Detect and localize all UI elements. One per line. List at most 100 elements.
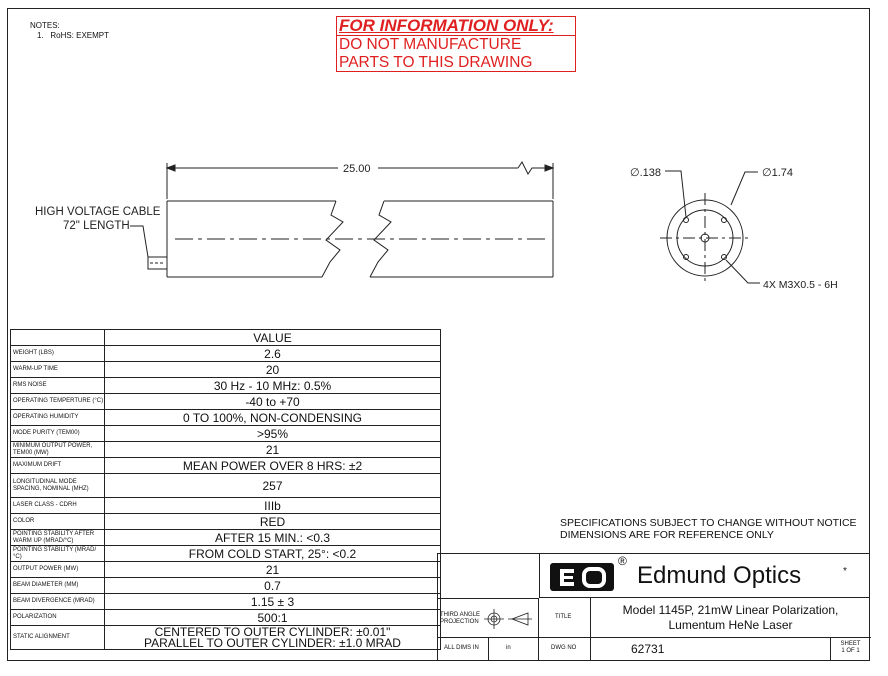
spec-row: POINTING STABILITY AFTER WARM UP (mrad/°… [10, 529, 441, 546]
warning-title: FOR INFORMATION ONLY: [339, 16, 554, 35]
spec-key: POLARIZATION [10, 609, 105, 626]
note-item: 1. RoHS: EXEMPT [30, 31, 109, 41]
spec-key: MAXIMUM DRIFT [10, 457, 105, 474]
spec-key: MODE PURITY (TEM00) [10, 425, 105, 442]
note-text: RoHS: EXEMPT [50, 31, 110, 40]
notes-heading: NOTES: [30, 21, 60, 30]
spec-value: CENTERED TO OUTER CYLINDER: ±0.01" PARAL… [104, 624, 441, 650]
spec-value: RED [104, 513, 441, 530]
registered-mark: ® [618, 554, 627, 568]
spec-value: 257 [104, 473, 441, 498]
spec-key: WARM-UP TIME [10, 361, 105, 378]
spec-key: LASER CLASS - CDRH [10, 497, 105, 514]
side-view [130, 161, 555, 278]
title-label: TITLE [555, 614, 572, 620]
spec-row: OUTPUT POWER (mW)21 [10, 561, 441, 578]
spec-row: MINIMUM OUTPUT POWER, TEM00 (mW)21 [10, 441, 441, 458]
spec-key: BEAM DIAMETER (mm) [10, 577, 105, 594]
projection-label-1: THIRD ANGLE [440, 612, 481, 618]
spec-key: BEAM DIVERGENCE (mrad) [10, 593, 105, 610]
spec-row: OPERATING TEMPERTURE (°C)-40 to +70 [10, 393, 441, 410]
outer-diameter: ∅1.74 [762, 167, 793, 179]
title-line-2: Lumentum HeNe Laser [668, 618, 793, 632]
spec-key: WEIGHT (lbs) [10, 345, 105, 362]
spec-value: IIIb [104, 497, 441, 514]
spec-key: RMS NOISE [10, 377, 105, 394]
spec-value: 1.15 ± 3 [104, 593, 441, 610]
spec-value: >95% [104, 425, 441, 442]
spec-value: AFTER 15 MIN.: <0.3 [104, 529, 441, 546]
logo-cell: ® Edmund Optics * [539, 554, 870, 598]
length-dimension: 25.00 [343, 163, 371, 175]
sheet-label: SHEET [840, 641, 861, 647]
hole-diameter: ∅.138 [630, 167, 661, 179]
static-alignment-line-2: PARALLEL TO OUTER CYLINDER: ±1.0 MRAD [144, 635, 401, 650]
warning-line-3: PARTS TO THIS DRAWING [339, 54, 533, 71]
projection-cell: THIRD ANGLE PROJECTION [438, 598, 539, 637]
spec-value: 0.7 [104, 577, 441, 594]
spec-row: MODE PURITY (TEM00)>95% [10, 425, 441, 442]
dwg-number: 62731 [631, 642, 665, 656]
spec-note-line-1: SPECIFICATIONS SUBJECT TO CHANGE WITHOUT… [560, 517, 857, 529]
units-cell: in [489, 638, 539, 661]
all-dims-label: ALL DIMS IN [444, 645, 479, 651]
spec-note: SPECIFICATIONS SUBJECT TO CHANGE WITHOUT… [560, 517, 857, 541]
static-alignment-line-1: CENTERED TO OUTER CYLINDER: ±0.01" [154, 624, 391, 639]
warning-line-2: DO NOT MANUFACTURE [337, 35, 575, 54]
spec-value: 20 [104, 361, 441, 378]
laser-drawing: 25.00 HIGH VOLTAGE CABLE 72" LENGTH ∅.13… [35, 161, 838, 291]
edmund-optics-logo-icon [550, 563, 614, 591]
sheet-value: 1 OF 1 [841, 648, 860, 654]
spec-note-line-2: DIMENSIONS ARE FOR REFERENCE ONLY [560, 529, 774, 541]
units-value: in [506, 645, 511, 651]
spec-key: POINTING STABILITY (mrad/°C) [10, 545, 105, 562]
spec-row: STATIC ALIGNMENT CENTERED TO OUTER CYLIN… [10, 624, 441, 650]
star-mark: * [843, 566, 847, 577]
spec-key: POINTING STABILITY AFTER WARM UP (mrad/°… [10, 529, 105, 546]
spec-key: OPERATING TEMPERTURE (°C) [10, 393, 105, 410]
spec-key: OUTPUT POWER (mW) [10, 561, 105, 578]
note-number: 1. [37, 31, 44, 40]
title-line-1: Model 1145P, 21mW Linear Polarization, [622, 603, 839, 617]
spec-header-value: VALUE [104, 329, 441, 346]
spec-value: MEAN POWER OVER 8 HRS: ±2 [104, 457, 441, 474]
spec-value: 30 Hz - 10 MHz: 0.5% [104, 377, 441, 394]
title-label-cell: TITLE [539, 598, 591, 637]
title-block-divider [438, 637, 871, 638]
spec-value: 21 [104, 561, 441, 578]
spec-header-blank [10, 329, 105, 346]
title-block: ® Edmund Optics * THIRD ANGLE PROJECTION… [437, 553, 871, 661]
spec-value: 21 [104, 441, 441, 458]
spec-value: 500:1 [104, 609, 441, 626]
company-name: Edmund Optics [637, 562, 802, 589]
sheet-cell: SHEET 1 OF 1 [831, 638, 870, 661]
spec-value: -40 to +70 [104, 393, 441, 410]
spec-header-row: VALUE [10, 329, 441, 346]
spec-value: 2.6 [104, 345, 441, 362]
spec-row: BEAM DIVERGENCE (mrad)1.15 ± 3 [10, 593, 441, 610]
spec-row: BEAM DIAMETER (mm)0.7 [10, 577, 441, 594]
dwg-label: DWG NO [551, 645, 577, 651]
cable-label-2: 72" LENGTH [63, 220, 130, 232]
spec-row: POINTING STABILITY (mrad/°C)FROM COLD ST… [10, 545, 441, 562]
cable-label-1: HIGH VOLTAGE CABLE [35, 206, 161, 218]
spec-key: LONGITUDINAL MODE SPACING, NOMINAL (MHz) [10, 473, 105, 498]
thread-callout: 4X M3X0.5 - 6H [763, 279, 838, 291]
spec-key: STATIC ALIGNMENT [10, 625, 105, 650]
warning-box: FOR INFORMATION ONLY: DO NOT MANUFACTURE… [336, 16, 576, 72]
dwg-label-cell: DWG NO [539, 638, 591, 661]
spec-row: WEIGHT (lbs)2.6 [10, 345, 441, 362]
projection-label: THIRD ANGLE PROJECTION [440, 612, 480, 626]
all-dims-cell: ALL DIMS IN [438, 638, 489, 661]
notes-block: NOTES: 1. RoHS: EXEMPT [30, 21, 109, 41]
spec-value: FROM COLD START, 25°: <0.2 [104, 545, 441, 562]
third-angle-projection-icon [484, 609, 532, 629]
